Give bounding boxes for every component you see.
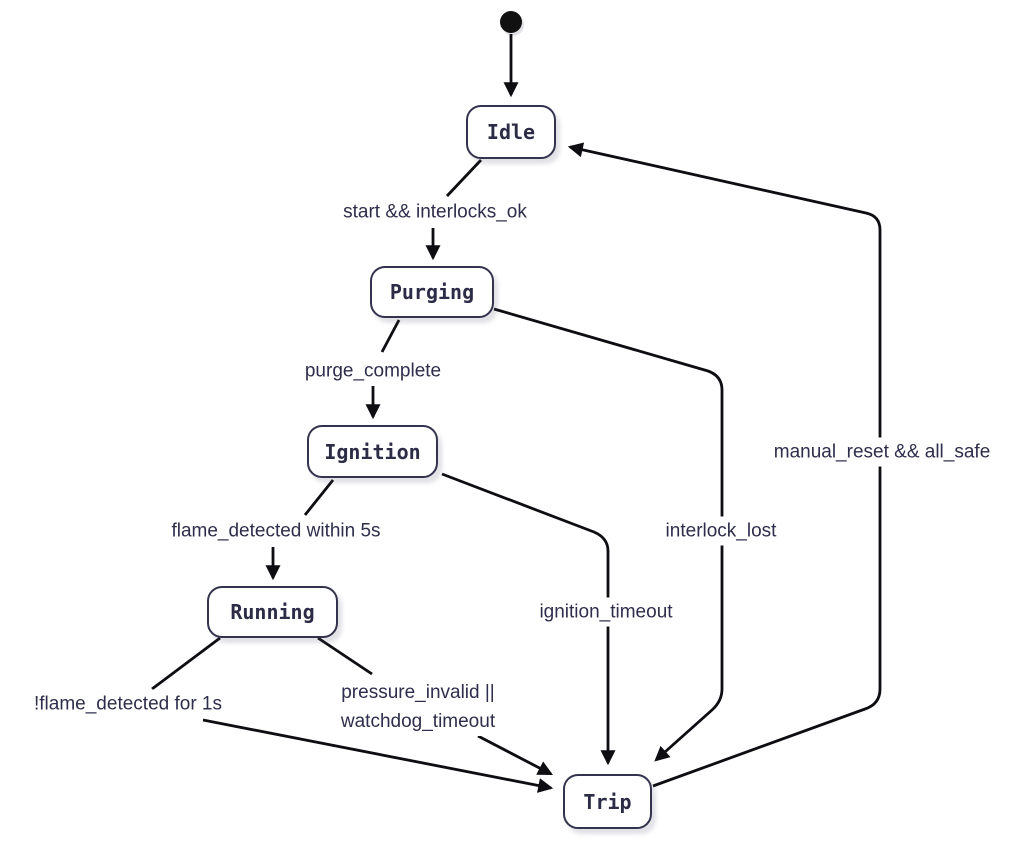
- transition-ignition-to-trip: [441, 472, 616, 766]
- state-purging-label: Purging: [389, 280, 475, 304]
- label-watchdog-timeout-line2: watchdog_timeout: [340, 711, 496, 732]
- state-running: Running: [207, 586, 338, 638]
- state-trip-label: Trip: [583, 789, 632, 814]
- transition-idle-to-purging-upper: [445, 159, 483, 197]
- state-ignition-label: Ignition: [324, 439, 421, 464]
- state-purging: Purging: [370, 266, 494, 318]
- label-flame-detected-within-5s: flame_detected within 5s: [166, 516, 386, 546]
- label-pressure-invalid-watchdog-timeout: pressure_invalid || watchdog_timeout: [335, 678, 501, 736]
- label-manual-reset-all-safe: manual_reset && all_safe: [768, 437, 996, 467]
- transition-running-to-trip-flame-arrow: [202, 718, 554, 793]
- state-trip: Trip: [563, 774, 652, 829]
- transition-purging-to-ignition-upper: [380, 319, 401, 353]
- label-start-interlocks-ok: start && interlocks_ok: [338, 197, 532, 227]
- label-pressure-invalid-line1: pressure_invalid ||: [341, 682, 495, 703]
- label-purge-complete: purge_complete: [299, 356, 447, 386]
- transition-ignition-to-running-upper: [303, 479, 335, 516]
- state-idle-label: Idle: [486, 120, 536, 144]
- transition-running-to-trip-pressure-upper: [317, 636, 373, 676]
- initial-state-dot: [500, 11, 522, 33]
- transition-running-to-trip-flame-upper: [151, 636, 221, 691]
- label-interlock-lost: interlock_lost: [660, 516, 782, 546]
- label-ignition-timeout: ignition_timeout: [534, 597, 678, 627]
- state-idle: Idle: [466, 105, 556, 159]
- label-not-flame-detected-for-1s: !flame_detected for 1s: [29, 689, 227, 719]
- state-running-label: Running: [230, 600, 315, 624]
- transition-running-to-trip-pressure-arrow: [477, 734, 553, 776]
- transition-trip-to-idle: [567, 142, 882, 788]
- state-ignition: Ignition: [307, 425, 438, 478]
